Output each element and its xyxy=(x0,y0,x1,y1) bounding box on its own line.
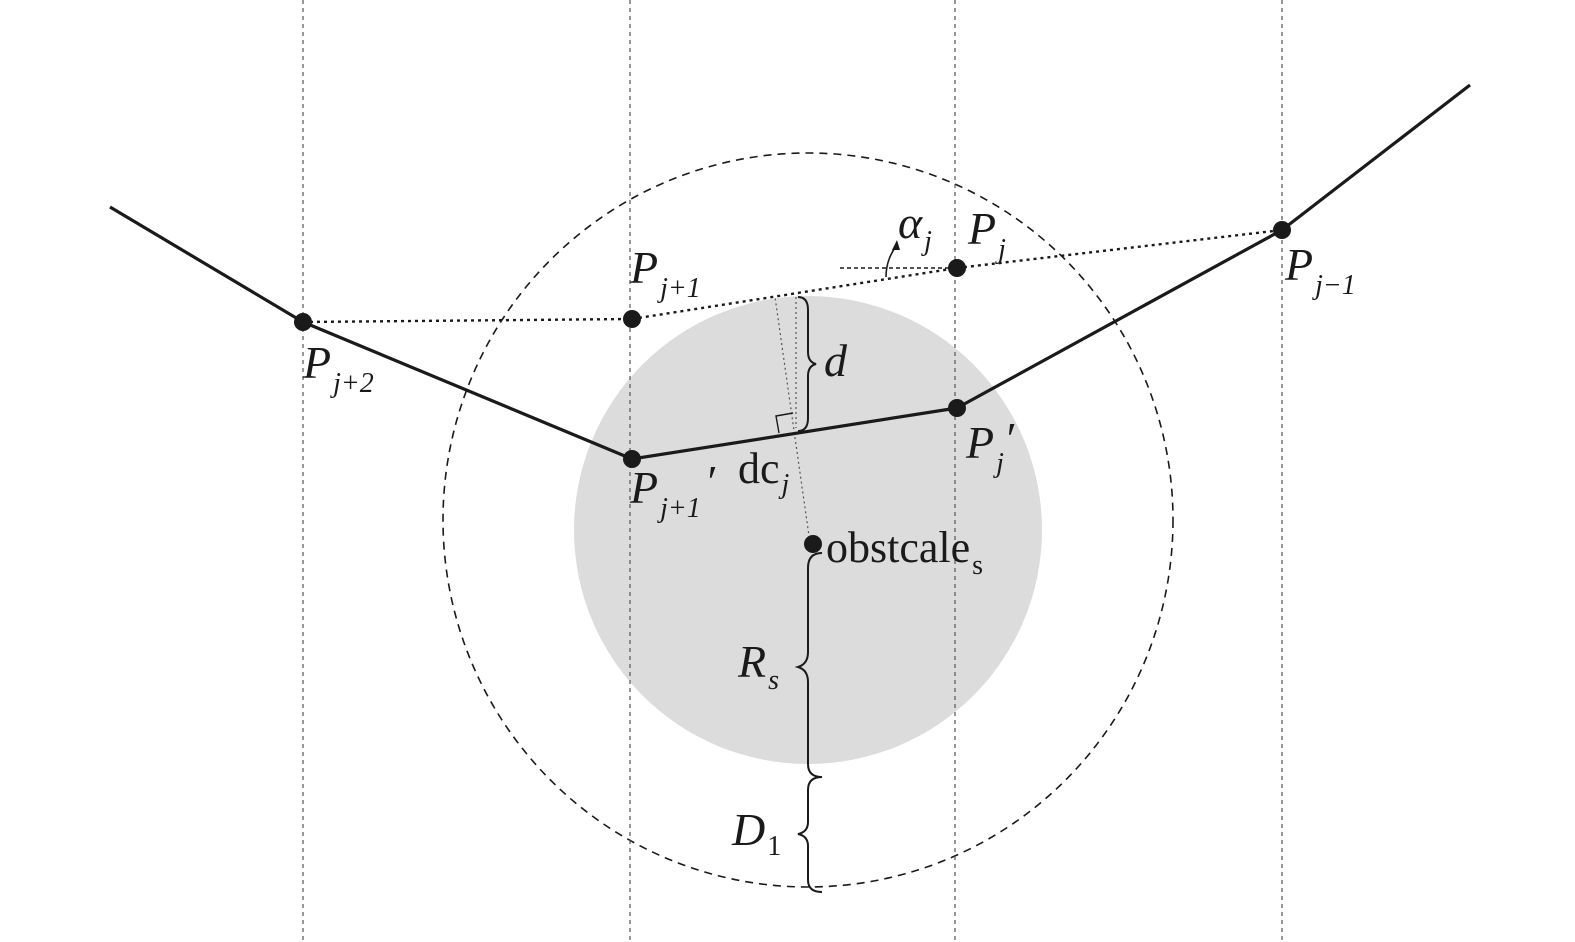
label-p-j-prime: Pj′ xyxy=(965,413,1015,479)
label-p-j-minus-1: Pj−1 xyxy=(1284,239,1356,301)
label-p-j: Pj xyxy=(967,203,1006,265)
label-d: d xyxy=(824,335,848,386)
node-obstacle-center xyxy=(804,535,822,553)
node-p-j-prime xyxy=(948,399,966,417)
node-p-j-plus-2 xyxy=(294,313,312,331)
label-dc-j: dcj xyxy=(738,444,790,500)
label-obstacle: obstcales xyxy=(826,523,983,581)
node-p-j-minus-1 xyxy=(1273,221,1291,239)
node-p-j-plus-1 xyxy=(623,310,641,328)
label-p-j-plus-2: Pj+2 xyxy=(302,337,374,399)
influence-circle xyxy=(442,152,1174,888)
path-nodes xyxy=(294,221,1291,553)
node-p-j-plus-1-prime xyxy=(623,450,641,468)
d-brace xyxy=(797,296,817,432)
vertical-guides xyxy=(302,0,1283,942)
alpha-arrow-head xyxy=(892,240,900,250)
label-p-j-plus-1-prime: Pj+1′ xyxy=(629,456,716,524)
obstacle-to-path-line xyxy=(774,296,811,544)
d1-brace xyxy=(797,776,823,893)
adjusted-path xyxy=(109,83,1471,461)
right-angle-marker xyxy=(775,412,794,434)
rs-brace xyxy=(794,552,823,778)
alpha-angle-arc xyxy=(885,245,897,278)
label-alpha-j: αj xyxy=(898,197,932,257)
node-p-j xyxy=(948,259,966,277)
label-r-s: Rs xyxy=(737,636,779,696)
label-p-j-plus-1: Pj+1 xyxy=(629,242,701,304)
original-path xyxy=(302,228,1283,324)
label-d-1: D1 xyxy=(731,804,781,862)
